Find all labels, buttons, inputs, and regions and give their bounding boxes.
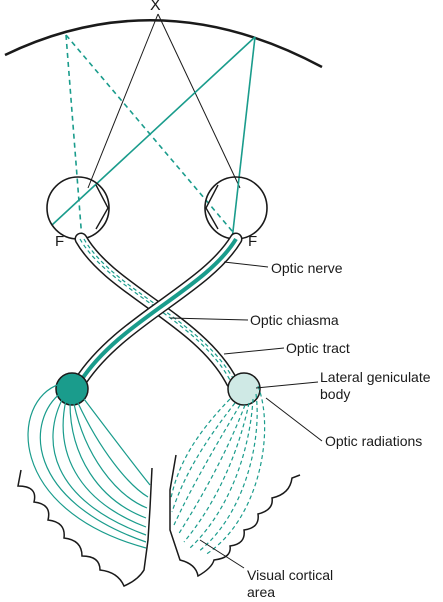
visual-cortical-area-label-line1: Visual cortical xyxy=(247,567,334,583)
point-x-label: X xyxy=(150,0,161,14)
black-rays xyxy=(87,13,241,189)
right-lateral-geniculate-body xyxy=(227,372,261,406)
optic-pathway-right-to-left xyxy=(73,232,243,389)
optic-nerve-label: Optic nerve xyxy=(271,260,343,276)
left-visual-cortex xyxy=(17,467,153,587)
optic-radiations-label: Optic radiations xyxy=(325,433,423,449)
visual-cortical-area-label-line2: area xyxy=(247,584,276,600)
optic-chiasma-label: Optic chiasma xyxy=(250,312,339,328)
left-lateral-geniculate-body xyxy=(55,372,89,406)
lateral-geniculate-label-line1: Lateral geniculate xyxy=(320,369,431,385)
focus-left-label: F xyxy=(55,233,65,250)
left-optic-radiations xyxy=(27,383,151,549)
left-eye xyxy=(46,176,110,240)
visual-field-arc xyxy=(4,19,323,69)
leader-lines xyxy=(169,261,323,569)
right-optic-radiations xyxy=(170,385,266,556)
teal-rays xyxy=(51,34,256,241)
lateral-geniculate-label-line2: body xyxy=(320,386,351,402)
right-visual-cortex xyxy=(169,454,301,578)
focus-right-label: F xyxy=(248,233,258,250)
optic-tract-label: Optic tract xyxy=(286,340,350,356)
